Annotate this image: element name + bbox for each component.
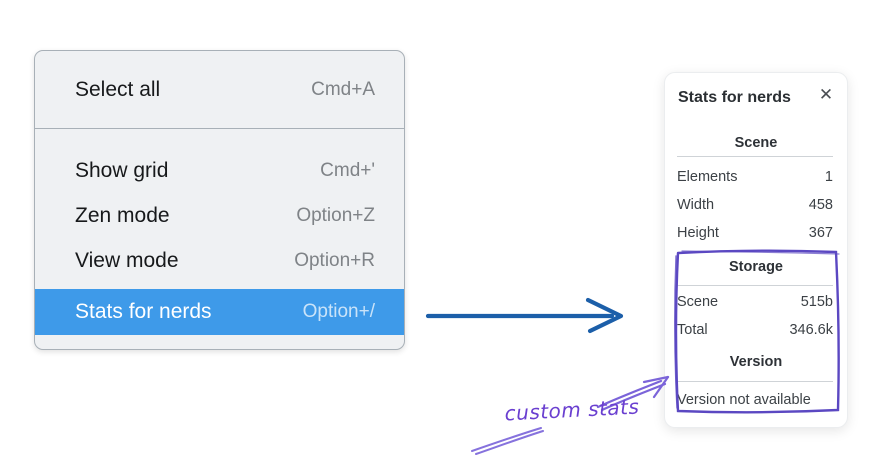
version-note: Version not available — [677, 392, 811, 408]
custom-stats-underline — [471, 427, 544, 455]
stat-row-scene-storage: Scene 515b — [677, 292, 833, 312]
stat-row-height: Height 367 — [677, 223, 833, 243]
menu-item-view-mode[interactable]: View mode Option+R — [35, 238, 404, 284]
divider — [677, 156, 833, 157]
stats-for-nerds-panel: Stats for nerds ✕ Scene Elements 1 Width… — [664, 72, 848, 428]
close-icon[interactable]: ✕ — [818, 85, 834, 104]
stat-label: Height — [677, 225, 719, 241]
custom-stats-label: custom stats — [504, 394, 640, 426]
menu-item-select-all[interactable]: Select all Cmd+A — [35, 51, 404, 128]
menu-item-shortcut: Cmd+' — [320, 160, 375, 181]
stat-value: 1 — [824, 169, 833, 185]
stat-row-elements: Elements 1 — [677, 167, 833, 187]
menu-item-label: Show grid — [75, 159, 169, 182]
stat-label: Total — [677, 322, 708, 338]
menu-item-shortcut: Option+R — [294, 250, 375, 271]
menu-item-shortcut: Option+Z — [296, 205, 375, 226]
menu-to-panel-arrow — [425, 297, 624, 334]
menu-item-label: Stats for nerds — [75, 300, 212, 323]
menu-item-show-grid[interactable]: Show grid Cmd+' — [35, 148, 404, 194]
custom-stats-arrow — [596, 375, 670, 412]
stat-label: Elements — [677, 169, 738, 185]
stat-value: 458 — [808, 197, 833, 213]
stat-value: 367 — [808, 225, 833, 241]
stat-label: Scene — [677, 294, 719, 310]
divider — [677, 285, 833, 286]
menu-item-shortcut: Cmd+A — [311, 78, 375, 100]
menu-item-label: Select all — [75, 77, 161, 101]
divider — [677, 381, 833, 382]
section-header-version: Version — [729, 354, 783, 370]
menu-item-stats-for-nerds[interactable]: Stats for nerds Option+/ — [35, 289, 404, 335]
menu-item-zen-mode[interactable]: Zen mode Option+Z — [35, 193, 404, 239]
stat-value: 346.6k — [789, 322, 833, 338]
section-header-storage: Storage — [729, 259, 783, 275]
section-header-scene: Scene — [734, 135, 778, 151]
stat-value: 515b — [800, 294, 833, 310]
menu-item-shortcut: Option+/ — [302, 301, 375, 322]
menu-divider — [35, 128, 404, 129]
panel-title: Stats for nerds — [678, 89, 791, 106]
context-menu: Select all Cmd+A Show grid Cmd+' Zen mod… — [34, 50, 405, 350]
stat-row-width: Width 458 — [677, 195, 833, 215]
menu-item-label: View mode — [75, 249, 179, 272]
menu-item-label: Zen mode — [75, 204, 170, 227]
stat-row-total-storage: Total 346.6k — [677, 320, 833, 340]
stat-label: Width — [677, 197, 715, 213]
